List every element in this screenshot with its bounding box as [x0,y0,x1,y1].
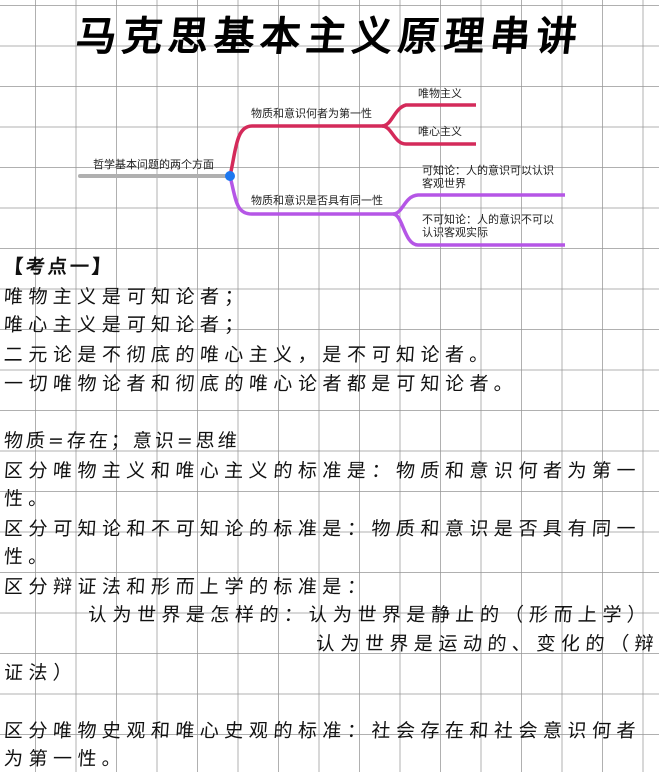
note-line: 证法） [3,662,79,684]
note-line: 区分辩证法和形而上学的标准是： [3,576,373,598]
note-line: 区分唯物史观和唯心史观的标准：社会存在和社会意识何者 [3,720,642,742]
note-line: 区分可知论和不可知论的标准是：物质和意识是否具有同一 [3,518,642,540]
mind-map-leaf-idealism: 唯心主义 [418,125,462,138]
section-heading: 【考点一】 [3,256,115,278]
note-line: 一切唯物论者和彻底的唯心论者都是可知论者。 [3,373,520,395]
note-line: 认为世界是运动的、变化的（辩 [315,633,659,655]
mind-map-leaf-agnostic-line1: 不可知论：人的意识不可以 [422,213,554,226]
note-line: 二元论是不彻底的唯心主义，是不可知论者。 [3,344,495,366]
note-line: 区分唯物主义和唯心主义的标准是：物质和意识何者为第一 [3,460,642,482]
mind-map: 哲学基本问题的两个方面 物质和意识何者为第一性 唯物主义 唯心主义 物质和意识是… [0,80,659,250]
note-line: 性。 [3,546,54,568]
mind-map-leaf-agnostic-line2: 认识客观实际 [422,226,488,239]
mind-map-leaf-knowable-line2: 客观世界 [422,177,466,190]
note-line: 认为世界是怎样的：认为世界是静止的（形而上学） [87,604,653,626]
mind-map-leaf-materialism: 唯物主义 [418,87,462,100]
mind-map-root: 哲学基本问题的两个方面 [93,158,214,171]
note-line: 性。 [3,488,54,510]
note-line: 为第一性。 [3,748,128,770]
note-line: 物质=存在；意识=思维 [3,430,241,452]
page-title: 马克思基本主义原理串讲 [73,13,585,60]
mind-map-connectors [78,103,565,247]
note-line: 唯物主义是可知论者； [3,286,250,308]
mind-map-leaf-agnostic-no-line1: 可知论：人的意识可以认识 [422,164,554,177]
mind-map-branch-first-nature: 物质和意识何者为第一性 [251,107,372,120]
mind-map-branch-identity: 物质和意识是否具有同一性 [251,194,383,207]
note-line: 唯心主义是可知论者； [3,314,250,336]
